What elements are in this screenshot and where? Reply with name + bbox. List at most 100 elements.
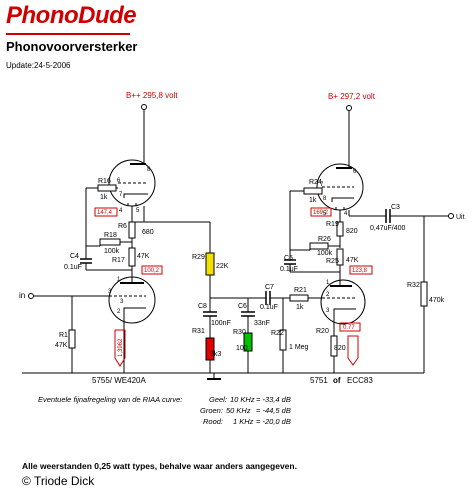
- pin-label: 2: [117, 309, 121, 315]
- annotation-box: [94, 207, 118, 217]
- r30-label: R30: [233, 329, 246, 336]
- supply-right-terminal: [346, 105, 352, 111]
- pin-label: 1: [117, 277, 121, 283]
- r19-label: R19: [326, 221, 339, 228]
- r32-label: R32: [407, 282, 420, 289]
- logo-underline: [6, 33, 130, 35]
- page-subtitle: Phonovoorversterker: [6, 39, 138, 54]
- pin-label: 5: [136, 208, 140, 214]
- r19-value: 820: [346, 228, 358, 235]
- r16-value: 1k: [100, 194, 108, 201]
- r29-label: R29: [192, 254, 205, 261]
- tube-right-label-of: of: [333, 376, 341, 385]
- c6-label: C6: [238, 303, 247, 310]
- riaa-row-value: = -20,0 dB: [256, 417, 291, 426]
- tube-right-label-b: ECC83: [347, 376, 373, 385]
- pin-label: 2: [326, 292, 330, 298]
- resistor-r21: [289, 294, 309, 302]
- c8-value: 100nF: [211, 320, 231, 327]
- input-label: in: [19, 291, 25, 300]
- riaa-table-title: Eventuele fijnafregeling van de RIAA cur…: [38, 395, 182, 404]
- v1-cathode-voltage: 100,2: [144, 268, 160, 274]
- output-terminal[interactable]: [448, 213, 454, 219]
- resistor-r6: [128, 221, 136, 239]
- tube-right-label-a: 5751: [310, 376, 328, 385]
- v1-anode-voltage: 147,4: [97, 210, 113, 216]
- riaa-row-freq: 1 KHz: [233, 417, 254, 426]
- pin-label: 3: [326, 308, 330, 314]
- c4-label: C4: [70, 253, 79, 260]
- pin-label: 6: [117, 178, 121, 184]
- riaa-row-name: Geel:: [209, 395, 227, 404]
- annotation-box: [349, 265, 373, 275]
- r26-value: 100k: [317, 250, 333, 257]
- pin-label: 7: [320, 182, 324, 188]
- tube-v1-upper: [108, 152, 156, 207]
- resistor-r18: [99, 238, 121, 246]
- r21-value: 1k: [296, 304, 304, 311]
- resistor-r26: [309, 242, 329, 250]
- v3-cathode-voltage: 0.77: [343, 325, 355, 331]
- r1-label: R1: [59, 332, 68, 339]
- r6-value: 680: [142, 229, 154, 236]
- pin-label: 1: [326, 280, 330, 286]
- annotation-box: [310, 207, 332, 217]
- r31-value: 3k3: [210, 351, 221, 358]
- tube-v2-lower: [320, 279, 366, 325]
- voltage-arrow: [347, 335, 359, 366]
- c7-label: C7: [265, 284, 274, 291]
- copyright: © Triode Dick: [22, 474, 95, 488]
- pin-label: 3: [120, 299, 124, 305]
- pin-label: 8: [323, 196, 327, 202]
- tube-left-label: 5755/ WE420A: [92, 376, 146, 385]
- r32-value: 470k: [429, 297, 445, 304]
- c4-value: 0.1uF: [64, 264, 82, 271]
- annotation-box: [141, 265, 163, 275]
- v2-anode-voltage: 169,2: [313, 210, 329, 216]
- c6-value: 33nF: [254, 320, 270, 327]
- c5-label: C5: [284, 255, 293, 262]
- resistor-r32: [420, 281, 428, 307]
- logo: PhonoDude: [6, 2, 137, 29]
- r21-label: R21: [294, 287, 307, 294]
- r6-label: R6: [118, 223, 127, 230]
- r20-value: 820: [334, 345, 346, 352]
- r18-label: R18: [104, 232, 117, 239]
- resistor-r29: [205, 252, 215, 276]
- r18-value: 100k: [104, 248, 120, 255]
- pin-label: 4: [119, 208, 123, 214]
- riaa-row-freq: 50 KHz: [226, 406, 251, 415]
- input-terminal[interactable]: [28, 293, 34, 299]
- v1-grid-voltage: 1,3962: [118, 338, 124, 357]
- r29-value: 22K: [216, 263, 229, 270]
- annotation-box: [339, 322, 361, 332]
- r24-value: 1k: [309, 197, 317, 204]
- tube-v1-lower: [108, 276, 156, 324]
- r24-label: R24: [309, 179, 322, 186]
- v2-cathode-voltage: 123,8: [352, 268, 368, 274]
- c3-value: 0,47uF/400: [370, 225, 406, 232]
- pin-label: 4: [344, 211, 348, 217]
- resistor-r16: [97, 184, 117, 192]
- r31-label: R31: [192, 328, 205, 335]
- resistor-r24: [303, 187, 323, 195]
- resistor-r17: [128, 247, 136, 267]
- pin-label: 8: [147, 167, 151, 173]
- footer-note: Alle weerstanden 0,25 watt types, behalv…: [22, 461, 297, 471]
- r26-label: R26: [318, 236, 331, 243]
- update-date: Update:24-5-2006: [6, 61, 71, 70]
- c8-label: C8: [198, 303, 207, 310]
- r17-label: R17: [112, 257, 125, 264]
- r25-label: R25: [326, 258, 339, 265]
- r25-value: 47K: [346, 257, 359, 264]
- riaa-row-value: = -33,4 dB: [256, 395, 291, 404]
- pin-label: 7: [119, 192, 123, 198]
- c3-label: C3: [391, 204, 400, 211]
- r16-label: R16: [98, 178, 111, 185]
- supply-left-terminal: [141, 104, 147, 110]
- pin-label: 5: [323, 211, 327, 217]
- c5-value: 0.1uF: [280, 266, 298, 273]
- c7-value: 0.1uF: [260, 304, 278, 311]
- riaa-row-name: Rood:: [203, 417, 223, 426]
- r30-value: 100: [236, 345, 248, 352]
